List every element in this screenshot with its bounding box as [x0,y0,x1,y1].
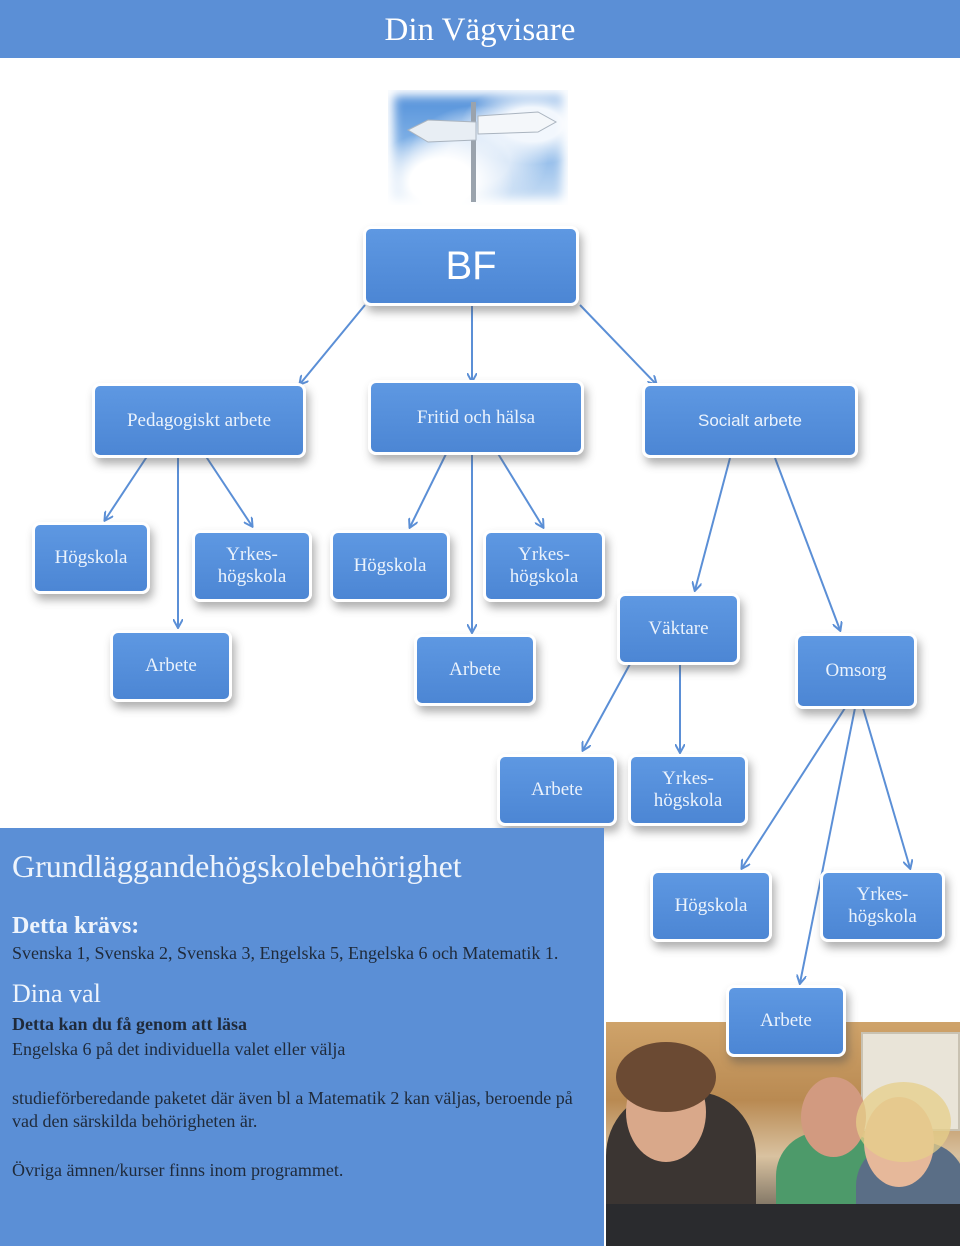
node-pedagog-yh-line1: Yrkes- [226,544,278,565]
choices-heading: Dina val [12,979,101,1008]
node-socialt-arbete-label: Socialt arbete [698,410,802,430]
choices-line: Engelska 6 på det individuella valet ell… [12,1039,346,1059]
photo-face-middle [801,1077,866,1157]
photo-hair-right [856,1082,951,1162]
choices-bold: Detta kan du få genom att läsa [12,1014,248,1034]
info-title: Grundläggandehögskolebehörighet [12,848,462,884]
node-pedagog-hogskola: Högskola [32,522,150,594]
node-pedagogiskt-arbete: Pedagogiskt arbete [92,383,306,458]
page-title: Din Vägvisare [384,12,576,48]
node-vaktare-yh-line2: högskola [653,790,723,811]
node-omsorg-arbete-label: Arbete [760,1010,812,1031]
node-bf-label: BF [445,244,497,288]
node-vaktare-arbete-label: Arbete [531,779,583,800]
node-fritid-arbete-label: Arbete [449,659,501,680]
node-fritid-hogskola: Högskola [330,530,450,602]
requires-text: Svenska 1, Svenska 2, Svenska 3, Engelsk… [12,943,559,963]
photo-laptops [606,1204,960,1246]
photo-hair-left [616,1042,716,1112]
node-vaktare-arbete: Arbete [497,754,617,826]
node-fritid-hogskola-label: Högskola [353,555,427,576]
students-photo [606,1022,960,1246]
other-courses-text: Övriga ämnen/kurser finns inom programme… [12,1160,344,1180]
node-pedagog-yh-line2: högskola [217,566,287,587]
node-bf: BF [363,226,579,306]
header-banner: Din Vägvisare [0,0,960,58]
node-omsorg: Omsorg [795,633,917,709]
node-vaktare: Väktare [617,593,740,665]
node-socialt-arbete: Socialt arbete [642,383,858,458]
node-fritid-och-halsa-label: Fritid och hälsa [416,406,536,428]
info-panel: Grundläggandehögskolebehörighet Detta kr… [0,828,604,1246]
node-pedagog-arbete-label: Arbete [145,655,197,676]
choices-text: studieförberedande paketet där även bl a… [12,1088,573,1131]
node-fritid-och-halsa: Fritid och hälsa [368,380,584,455]
node-pedagog-yrkeshogskola: Yrkes- högskola [192,530,312,602]
signpost-icon [406,102,558,202]
node-pedagog-arbete: Arbete [110,630,232,702]
node-fritid-yh-line2: högskola [509,566,579,587]
node-pedagogiskt-arbete-label: Pedagogiskt arbete [126,409,272,431]
node-omsorg-yh-line1: Yrkes- [856,884,909,905]
node-vaktare-yrkeshogskola: Yrkes- högskola [628,754,748,826]
node-fritid-yh-line1: Yrkes- [518,544,570,565]
node-fritid-yrkeshogskola: Yrkes- högskola [483,530,605,602]
node-omsorg-hogskola: Högskola [650,870,772,942]
node-vaktare-yh-line1: Yrkes- [662,768,714,789]
requires-heading: Detta krävs: [12,913,140,939]
node-pedagog-hogskola-label: Högskola [54,547,128,568]
node-omsorg-arbete: Arbete [726,985,846,1057]
node-fritid-arbete: Arbete [414,634,536,706]
node-omsorg-yh-line2: högskola [848,906,917,927]
node-omsorg-label: Omsorg [825,660,887,681]
node-vaktare-label: Väktare [648,618,709,639]
signpost-image [388,90,568,205]
node-omsorg-hogskola-label: Högskola [674,895,748,916]
node-omsorg-yrkeshogskola: Yrkes- högskola [820,870,945,942]
